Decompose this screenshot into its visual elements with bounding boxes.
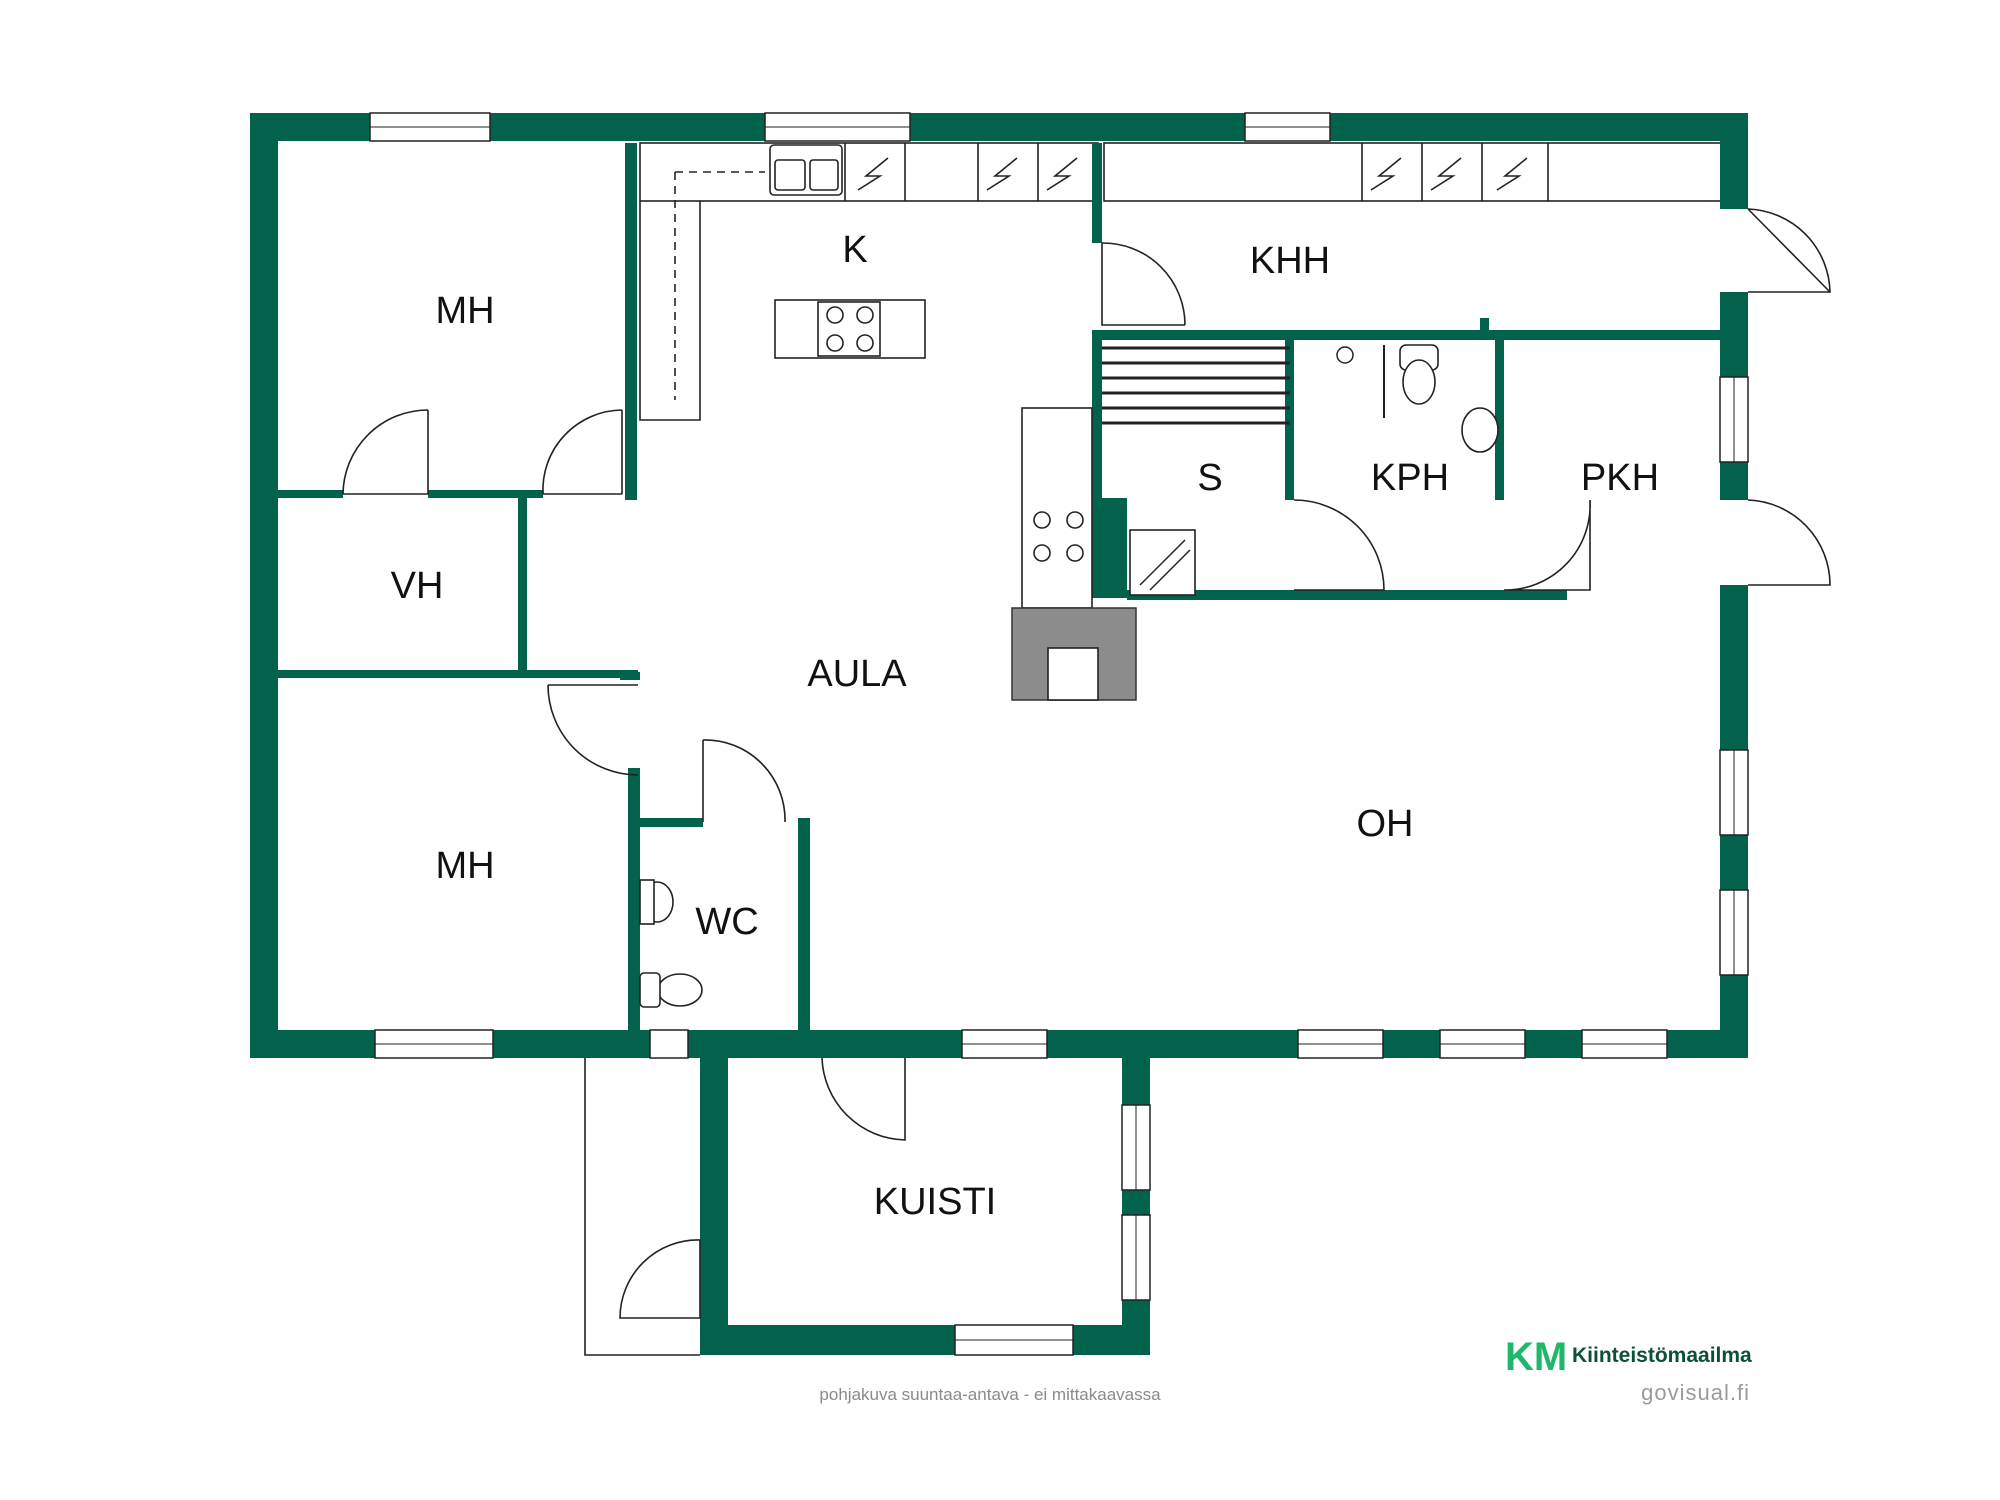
- appliance-icons: [857, 157, 1528, 191]
- brand-logo-mark: KM: [1505, 1335, 1567, 1379]
- room-label-vh: VH: [391, 565, 444, 607]
- wall-left: [250, 113, 278, 1058]
- sauna-bench: [1102, 346, 1290, 425]
- thin-outlines: [584, 142, 1723, 1356]
- room-label-oh: OH: [1357, 803, 1414, 845]
- washbasin-icon: [1461, 407, 1499, 453]
- room-label-mh-top: MH: [435, 290, 494, 332]
- room-label-s: S: [1197, 457, 1222, 499]
- credit-text: govisual.fi: [1641, 1380, 1750, 1405]
- room-label-khh: KHH: [1250, 240, 1330, 282]
- fixtures: [639, 144, 1499, 1008]
- room-label-wc: WC: [695, 901, 758, 943]
- room-label-kph: KPH: [1371, 457, 1449, 499]
- room-labels: MH K KHH VH S KPH PKH AULA OH MH WC KUIS…: [391, 229, 1659, 1223]
- room-label-k: K: [842, 229, 867, 271]
- room-label-pkh: PKH: [1581, 457, 1659, 499]
- wall-top: [250, 113, 1748, 141]
- doors: [342, 208, 1831, 1319]
- brand-logo: KM Kiinteistömaailma: [1505, 1335, 1752, 1379]
- stove-icon: [1021, 407, 1093, 609]
- windows: [369, 112, 1749, 1356]
- toilet-icon: [1402, 359, 1436, 405]
- shower-icon: [1336, 346, 1354, 364]
- room-label-kuisti: KUISTI: [874, 1181, 996, 1223]
- room-label-mh-bottom: MH: [435, 845, 494, 887]
- room-label-aula: AULA: [807, 653, 907, 695]
- wc-toilet-icon: [657, 973, 703, 1007]
- disclaimer-text: pohjakuva suuntaa-antava - ei mittakaava…: [819, 1385, 1161, 1404]
- brand-logo-name: Kiinteistömaailma: [1572, 1344, 1752, 1367]
